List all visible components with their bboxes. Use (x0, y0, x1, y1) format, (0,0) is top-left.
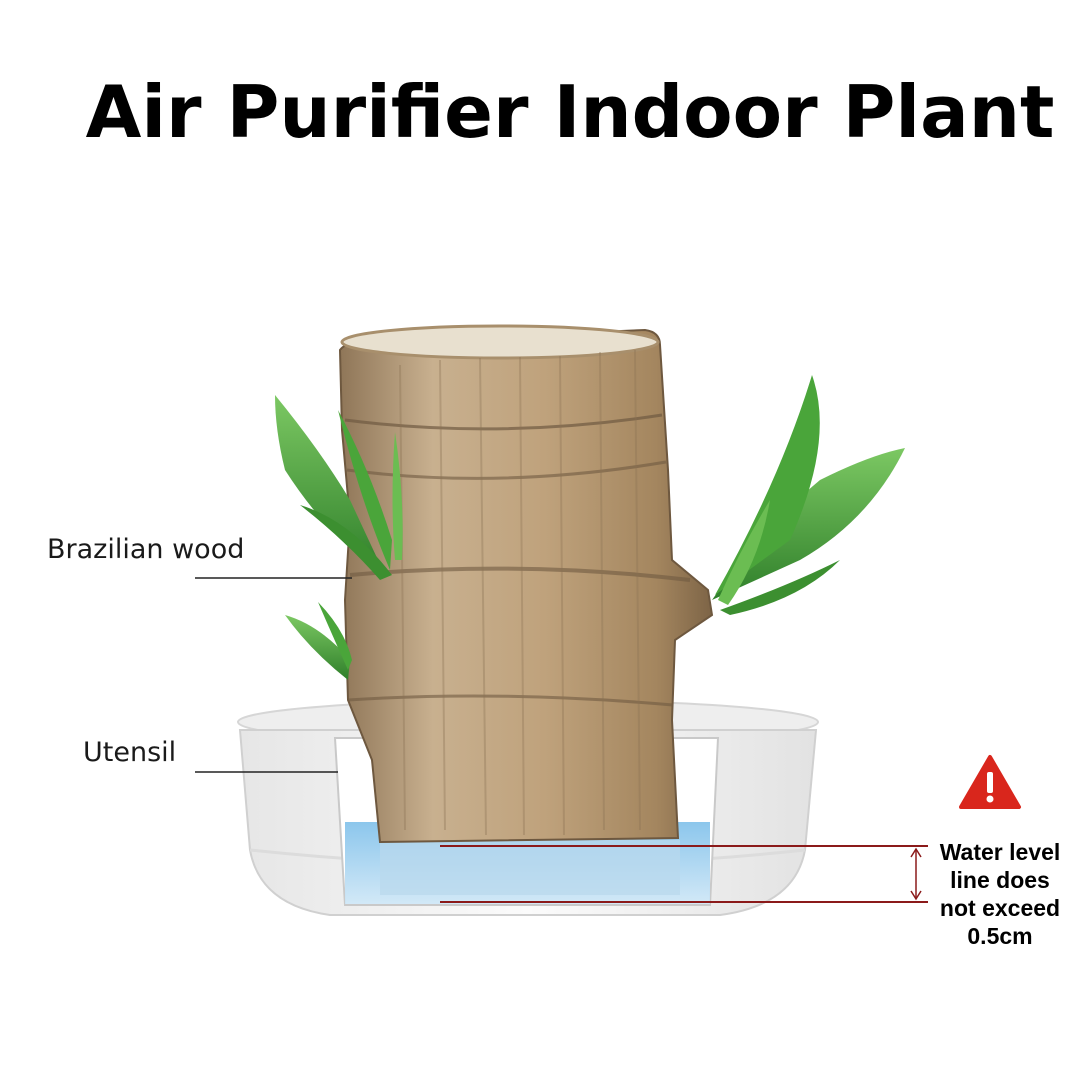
warning-triangle-icon (959, 755, 1021, 809)
page-title: Air Purifier Indoor Plant (85, 70, 1055, 154)
left-upper-leaves (275, 395, 403, 580)
brazilian-wood-label: Brazilian wood (47, 534, 245, 565)
right-leaves (712, 375, 905, 615)
left-lower-leaves (285, 602, 352, 680)
water-note-line: Water level (939, 839, 1061, 865)
water-note-line: 0.5cm (967, 923, 1033, 949)
brazilian-wood-trunk (338, 324, 714, 844)
leader-lines (195, 577, 352, 773)
water-level-note: Water level line does not exceed 0.5cm (925, 838, 1075, 950)
water-note-line: line does (950, 867, 1050, 893)
utensil-label: Utensil (83, 737, 177, 768)
water-note-line: not exceed (939, 895, 1061, 921)
water-level-markers (440, 845, 928, 903)
